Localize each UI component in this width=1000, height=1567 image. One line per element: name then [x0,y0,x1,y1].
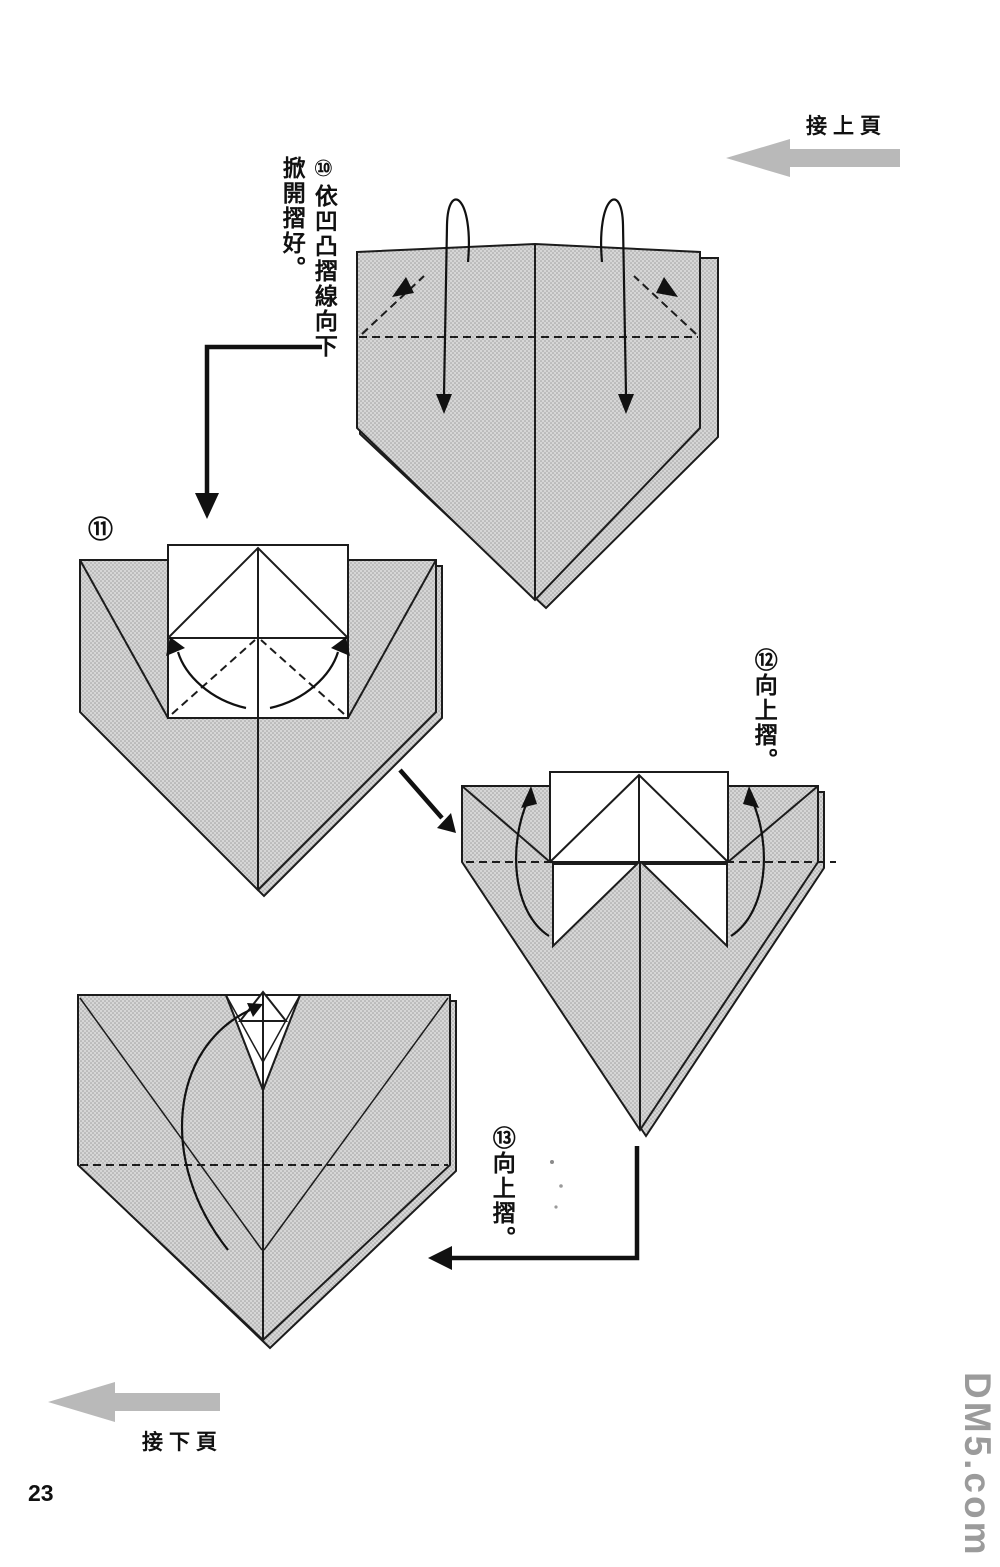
step-10-caption: ⑩依凹凸摺線向下 掀開摺好。 [276,156,340,361]
fold-arrow [180,1009,251,1251]
fold-line [361,275,425,335]
next-page-label: 接下頁 [142,1431,223,1454]
right-flap [640,863,728,949]
fold-arrowhead-icon [247,1003,263,1017]
step-10-diagram [356,198,719,610]
page-number: 23 [28,1480,54,1506]
fold-arrowhead-icon [618,394,634,414]
flow-arrow-10-11 [195,344,322,519]
step-13-diagram [77,990,457,1350]
step-13-caption: ⑬向上摺。 [489,1126,516,1251]
step-10-caption-line1: ⑩依凹凸摺線向下 [311,156,338,359]
fold-arrow [514,799,550,937]
fold-arrow [269,651,340,710]
fold-line [633,275,697,335]
left-flap [552,863,640,949]
next-page-arrow-icon [48,1382,220,1422]
flow-arrow-12-13 [428,1146,640,1270]
step-11-badge: ⑪ [88,516,114,544]
flow-arrow-11-12 [398,768,456,833]
prev-page-label: 接上頁 [806,115,887,138]
fold-arrow [600,198,628,396]
fold-arrowhead-icon [743,786,759,808]
fold-mark-icon [656,277,678,297]
scan-specks [550,1160,563,1209]
fold-arrowhead-icon [521,786,537,808]
fold-mark-icon [392,277,414,297]
fold-arrow [730,799,766,937]
watermark: DM5.com [957,1372,998,1558]
fold-line [171,639,256,715]
fold-arrowhead-icon [436,394,452,414]
fold-line [260,639,345,715]
fold-arrow [176,651,247,710]
step-10-caption-line2: 掀開摺好。 [279,156,306,281]
paper-front-layer [356,242,701,602]
fold-arrowhead-icon [331,637,350,656]
step-12-diagram [461,771,836,1138]
prev-page-arrow-icon [726,139,900,177]
fold-arrow [442,198,470,396]
step-12-caption: ⑫向上摺。 [751,648,778,773]
fold-arrowhead-icon [166,637,185,656]
step-11-diagram [79,544,443,898]
